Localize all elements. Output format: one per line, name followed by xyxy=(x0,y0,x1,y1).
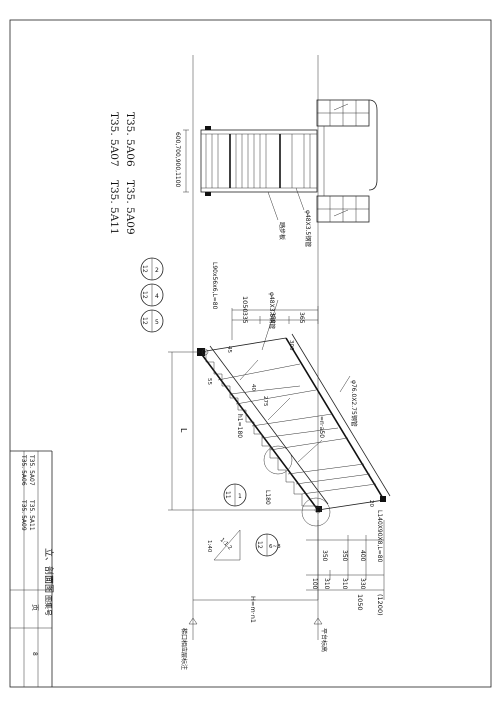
code-list: T35. 5A06 T35. 5A09 T35. 5A07 T35. 5A11 xyxy=(108,112,136,235)
title-code-3: T35. 5A09 xyxy=(20,499,27,531)
seg-365: 365 xyxy=(298,312,305,324)
code-row2-left: T35. 5A07 xyxy=(108,112,120,167)
pipe-small-label: φ48X3.5钢管 xyxy=(304,210,312,247)
L-dim: L xyxy=(179,428,188,433)
height-options: 600,700,900,1100 xyxy=(174,132,181,188)
dim-20: 20 xyxy=(368,500,374,507)
callout-circle-2: 4 12 xyxy=(140,283,164,307)
svg-text:4: 4 xyxy=(155,293,159,300)
dim-c3: 310 xyxy=(341,578,348,590)
callout-circle-3: 5 12 xyxy=(140,309,164,333)
code-row1-left: T35. 5A06 xyxy=(124,112,136,167)
svg-text:1: 1 xyxy=(238,493,242,500)
code-row1-right: T35. 5A09 xyxy=(124,180,136,235)
dim-c4: 330 xyxy=(359,578,366,590)
sheet-border xyxy=(9,19,492,688)
slope-length: =n·a50 xyxy=(318,416,325,438)
code-row2-right: T35. 5A11 xyxy=(108,180,120,235)
dim-55: 55 xyxy=(206,378,212,385)
title-block: T35. 5A06 T35. 5A07 T35. 5A09 T35. 5A11 … xyxy=(10,450,55,687)
title-code-2: T35. 5A07 xyxy=(28,454,35,486)
dim-b2: 350 xyxy=(341,550,348,562)
pipe-large-label: φ76.0X2.75钢管 xyxy=(350,380,358,427)
dim-b1: 350 xyxy=(321,550,328,562)
atlas-label: 图集号 xyxy=(44,595,53,616)
stair-plan-view xyxy=(200,99,378,223)
H-dim: H=m·n1 xyxy=(249,596,257,623)
detail-circle-b xyxy=(301,497,331,527)
seg-335: 335 xyxy=(241,312,248,324)
platform-level-label: 平台标高 xyxy=(320,628,328,652)
bottom-width: 1050 xyxy=(356,594,364,611)
svg-text:12: 12 xyxy=(141,317,148,325)
level-marker-platform xyxy=(313,617,323,625)
svg-text:12: 12 xyxy=(141,265,148,273)
step-height: h1=180 xyxy=(236,414,243,438)
callout-circle-5: 6~8 12 xyxy=(255,533,281,557)
dim-b3: 400 xyxy=(359,550,366,562)
dim-45: 45 xyxy=(226,346,232,353)
l180: L180 xyxy=(264,490,271,505)
title-code-4: T35. 5A11 xyxy=(28,499,35,531)
bottom-width-alt: (1200) xyxy=(376,594,384,616)
dim-300: 300 xyxy=(288,340,294,351)
svg-text:2: 2 xyxy=(155,267,159,274)
svg-text:12: 12 xyxy=(256,541,263,549)
page-number: 8 xyxy=(31,652,38,656)
svg-text:12: 12 xyxy=(141,291,148,299)
page-label: 页 xyxy=(31,604,39,611)
svg-text:5: 5 xyxy=(155,319,159,326)
detail-circle-a xyxy=(263,445,293,475)
dim-40: 40 xyxy=(250,384,256,391)
dim-c2: 310 xyxy=(323,578,330,590)
level-marker-upper xyxy=(188,617,198,625)
angle-bottom-label: L140X90X8,L=80 xyxy=(376,510,383,563)
drawing-title: 立、剖面图 xyxy=(43,548,55,593)
callout-circle-4: 1 11 xyxy=(223,483,247,507)
upper-level-label: 梯口相应层标注 xyxy=(180,628,188,670)
angle-top-label: L90x56x6,L=80 xyxy=(211,262,218,310)
svg-text:11: 11 xyxy=(224,491,231,499)
pipe-small-label-2: φ48X3.5钢管 xyxy=(268,292,276,329)
svg-text:1:40: 1:40 xyxy=(206,540,212,553)
svg-text:1:1.2: 1:1.2 xyxy=(219,537,233,551)
stair-elevation xyxy=(197,333,391,514)
bottom-dimensions: 350 350 400 100 310 310 330 1050 (1200) xyxy=(306,520,385,616)
title-code-1: T35. 5A06 xyxy=(20,454,27,486)
callout-circle-1: 2 12 xyxy=(140,257,164,281)
top-width: 1050 xyxy=(241,296,249,313)
stair-board-label: 踏步板 xyxy=(278,222,286,240)
dim-c1: 100 xyxy=(311,578,318,590)
slope-symbol: 1:1.2 1:40 xyxy=(206,529,241,561)
svg-text:6~8: 6~8 xyxy=(269,544,281,550)
dim-275: 275 xyxy=(262,396,268,407)
